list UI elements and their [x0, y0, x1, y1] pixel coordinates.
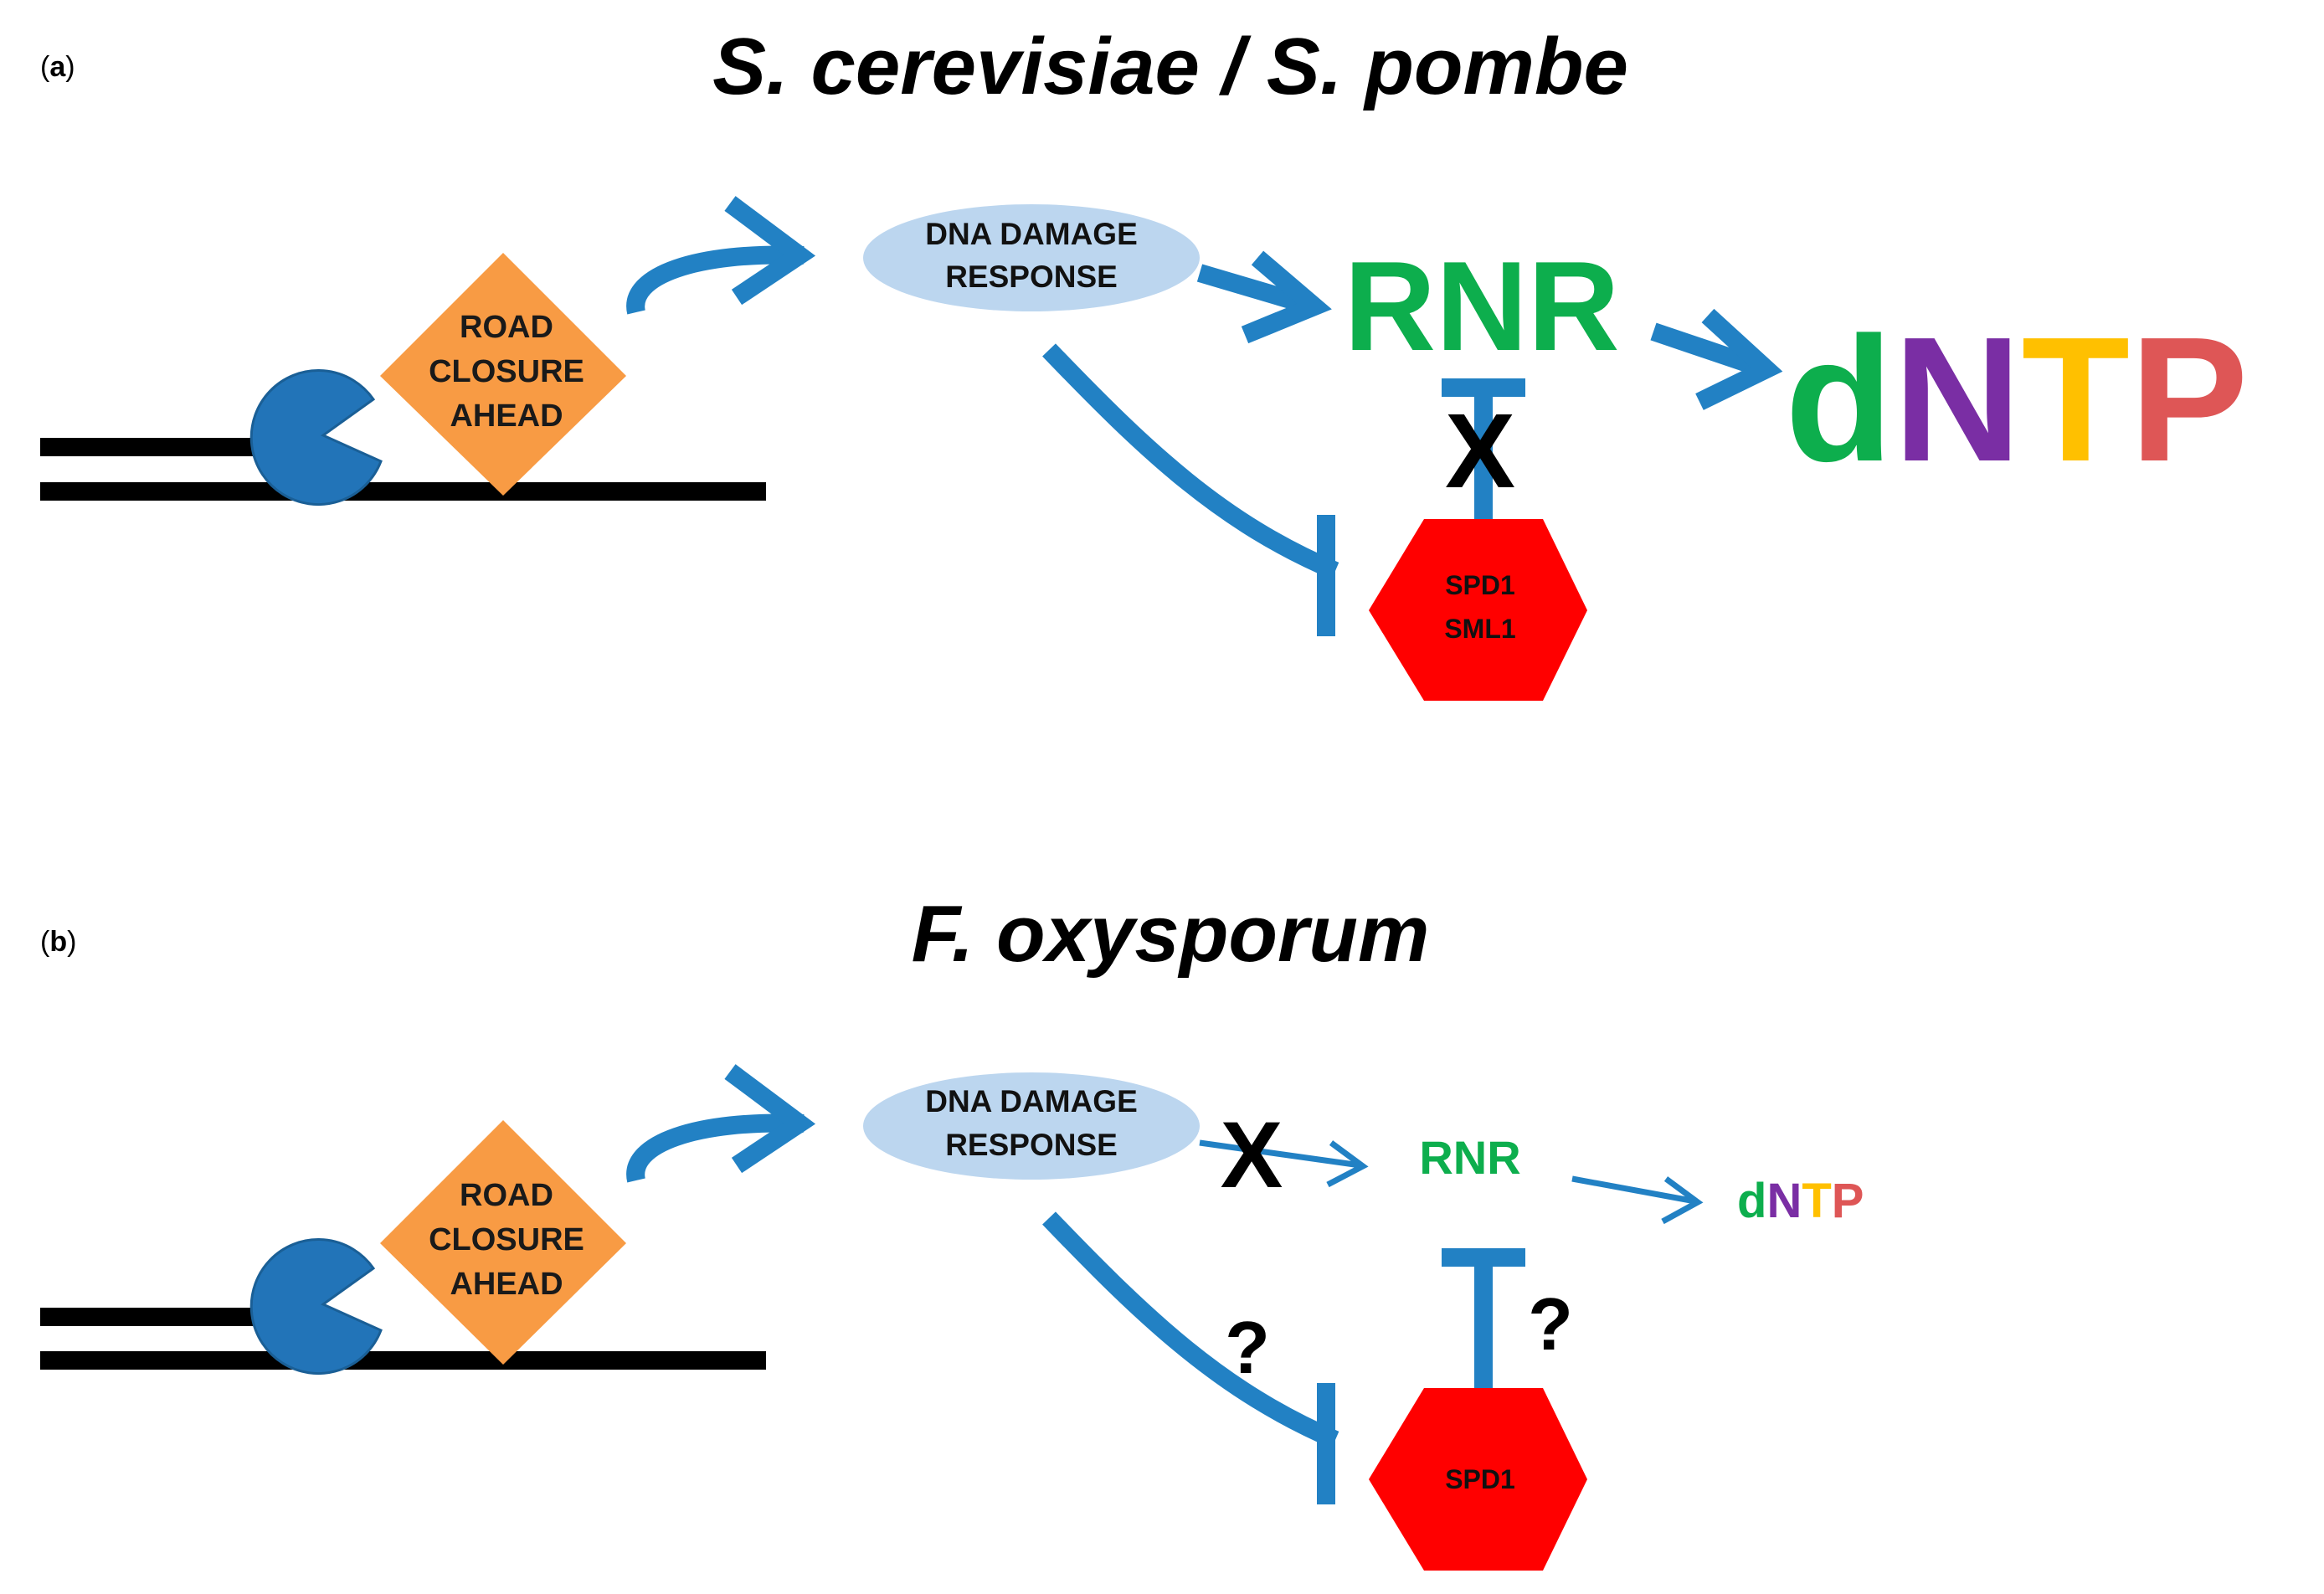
question-mark: ? — [1528, 1283, 1573, 1365]
response-inhibits-spd1-line — [1042, 1211, 1339, 1449]
question-mark: ? — [1225, 1306, 1270, 1389]
panel-a: (a) S. cerevisiae / S. pombe ROAD CLOSUR… — [40, 22, 2249, 701]
road-sign-diamond — [380, 253, 626, 496]
dna-damage-response-ellipse — [863, 204, 1200, 311]
response-line-1: DNA DAMAGE — [925, 1084, 1138, 1118]
dntp-label: dNTP — [1737, 1174, 1864, 1228]
dntp-label: dNTP — [1785, 300, 2249, 498]
rnr-to-dntp-arrowhead — [1695, 308, 1783, 410]
rnr-label: RNR — [1419, 1131, 1520, 1184]
panel-b: (b) F. oxysporum ROAD CLOSURE AHEAD DNA … — [40, 889, 1864, 1571]
rnr-to-dntp-arrow — [1571, 1175, 1696, 1205]
spd1-sml1-stop-sign — [1369, 519, 1587, 701]
panel-a-label: (a) — [40, 51, 75, 83]
response-to-rnr-arrow — [1196, 264, 1314, 315]
rnr-to-dntp-arrowhead — [1661, 1176, 1704, 1225]
signal-curved-arrow — [626, 245, 805, 315]
road-closure-sign: ROAD CLOSURE AHEAD — [380, 253, 626, 496]
polymerase-icon — [249, 1238, 383, 1375]
road-sign-line-3: AHEAD — [450, 1267, 563, 1302]
response-line-1: DNA DAMAGE — [925, 217, 1138, 251]
signal-arrowhead — [724, 1064, 816, 1174]
blocked-cross: X — [1221, 1103, 1283, 1207]
signal-curved-arrow — [626, 1113, 805, 1183]
signal-arrowhead — [724, 196, 816, 306]
blocked-cross: X — [1445, 392, 1515, 510]
road-sign-line-1: ROAD — [460, 1178, 553, 1213]
response-to-rnr-arrowhead — [1241, 250, 1332, 344]
road-closure-sign: ROAD CLOSURE AHEAD — [380, 1120, 626, 1365]
inhibitor-line-1: SPD1 — [1445, 1464, 1515, 1494]
response-to-rnr-arrowhead — [1326, 1140, 1369, 1188]
response-inhibits-spd1-line — [1042, 343, 1339, 580]
rnr-label: RNR — [1344, 235, 1619, 378]
inhibitor-line-2: SML1 — [1444, 614, 1515, 644]
panel-b-label: (b) — [40, 926, 76, 958]
polymerase-icon — [249, 369, 383, 506]
inhibitor-line-1: SPD1 — [1445, 570, 1515, 600]
panel-b-title: F. oxysporum — [912, 889, 1430, 979]
panel-a-title: S. cerevisiae / S. pombe — [712, 22, 1628, 111]
road-sign-diamond — [380, 1120, 626, 1365]
road-sign-line-2: CLOSURE — [429, 1222, 584, 1257]
spd1-stop-sign — [1369, 1388, 1587, 1571]
response-line-2: RESPONSE — [945, 1128, 1118, 1162]
dna-damage-response-ellipse — [863, 1072, 1200, 1180]
road-sign-line-2: CLOSURE — [429, 354, 584, 389]
response-to-rnr-arrow — [1199, 1139, 1361, 1169]
road-sign-line-3: AHEAD — [450, 398, 563, 434]
response-line-2: RESPONSE — [945, 260, 1118, 294]
rnr-to-dntp-arrow — [1650, 322, 1766, 378]
road-sign-line-1: ROAD — [460, 310, 553, 345]
